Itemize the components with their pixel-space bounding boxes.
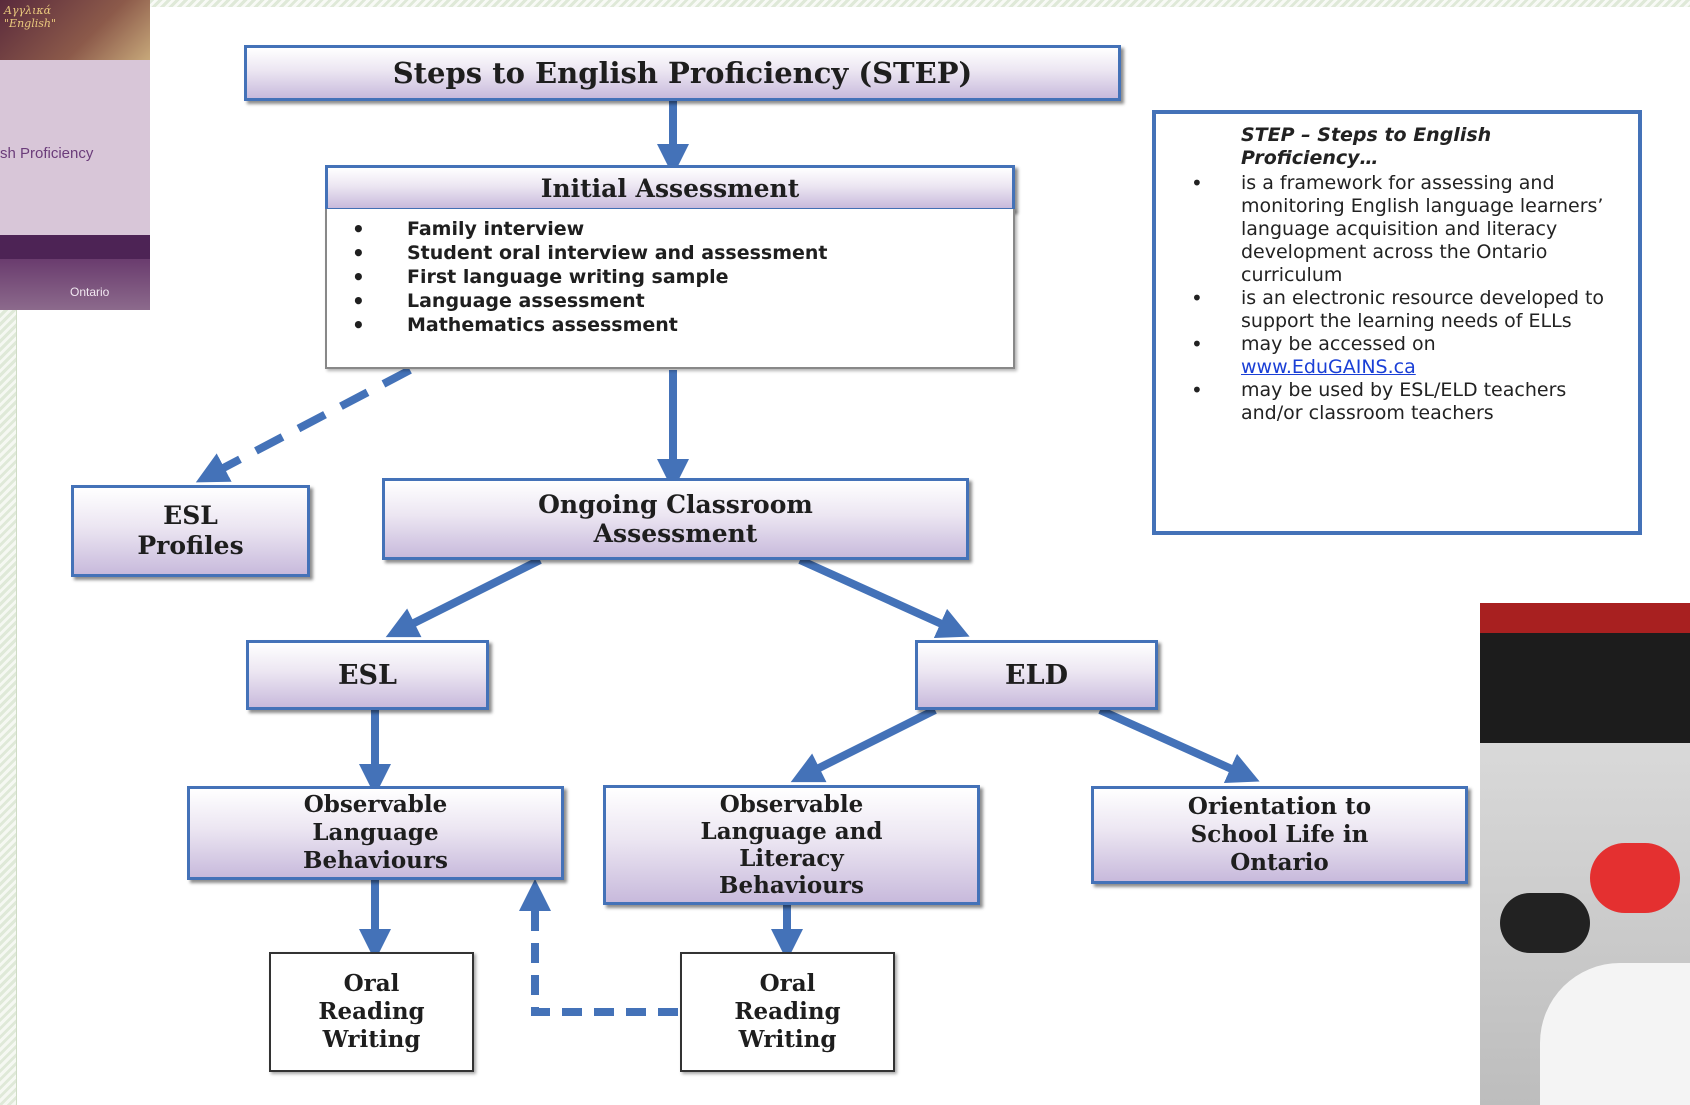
esl-profiles-label: ESL Profiles: [137, 501, 244, 560]
esl-label: ESL: [337, 659, 398, 691]
step-title: Steps to English Proficiency (STEP): [392, 56, 973, 90]
arrow-eld-to-obs-literacy: [790, 706, 937, 783]
eld-box: ELD: [915, 640, 1158, 710]
observable-literacy-label: Observable Language and Literacy Behavio…: [700, 791, 883, 899]
classroom-photo: [1480, 603, 1690, 1105]
info-bullet: is a framework for assessing and monitor…: [1191, 172, 1618, 287]
photo-red-frame: [1480, 603, 1690, 633]
edugains-link[interactable]: www.EduGAINS.ca: [1241, 356, 1416, 378]
arrow-oral-right-to-obs: [519, 879, 678, 1016]
orientation-box: Orientation to School Life in Ontario: [1091, 786, 1468, 884]
step-title-box: Steps to English Proficiency (STEP): [244, 45, 1121, 101]
oral-left-label: Oral Reading Writing: [318, 970, 425, 1053]
info-bullet-access: may be accessed on www.EduGAINS.ca: [1191, 333, 1618, 379]
assessment-item: Mathematics assessment: [352, 313, 1013, 337]
thumbnail-footer: [0, 259, 150, 310]
thumbnail-header-text: Αγγλικά "English": [4, 4, 57, 30]
arrow-initial-to-profiles: [195, 366, 412, 483]
photo-white-shape: [1540, 963, 1690, 1105]
arrow-ongoing-to-eld: [798, 556, 970, 638]
info-bullet-text: may be accessed on: [1241, 333, 1436, 355]
initial-assessment-list: Family interview Student oral interview …: [325, 209, 1015, 369]
ontario-logo: Ontario: [70, 285, 110, 299]
thumbnail-band: [0, 235, 150, 259]
assessment-item: First language writing sample: [352, 265, 1013, 289]
assessment-item: Language assessment: [352, 289, 1013, 313]
photo-black-object: [1500, 893, 1590, 953]
thumbnail-title-text: sh Proficiency: [0, 145, 94, 162]
info-heading: STEP – Steps to English Proficiency…: [1241, 124, 1492, 169]
oral-right-label: Oral Reading Writing: [734, 970, 841, 1053]
orientation-label: Orientation to School Life in Ontario: [1187, 793, 1372, 876]
esl-profiles-box: ESL Profiles: [71, 485, 310, 577]
ongoing-assessment-label: Ongoing Classroom Assessment: [538, 490, 813, 548]
initial-assessment-header: Initial Assessment: [325, 165, 1015, 211]
assessment-item: Family interview: [352, 217, 1013, 241]
info-bullet: is an electronic resource developed to s…: [1191, 287, 1618, 333]
eld-label: ELD: [1005, 659, 1068, 691]
step-info-box: STEP – Steps to English Proficiency… is …: [1152, 110, 1642, 535]
photo-red-container: [1590, 843, 1680, 913]
ongoing-assessment-box: Ongoing Classroom Assessment: [382, 478, 969, 560]
observable-language-label: Observable Language Behaviours: [303, 791, 448, 874]
step-cover-thumbnail: Αγγλικά "English" sh Proficiency Ontario: [0, 0, 150, 310]
top-decorative-border: [150, 0, 1690, 7]
observable-literacy-box: Observable Language and Literacy Behavio…: [603, 785, 980, 905]
info-bullet: may be used by ESL/ELD teachers and/or c…: [1191, 379, 1618, 425]
arrow-eld-to-orientation: [1098, 706, 1260, 784]
arrow-ongoing-to-esl: [385, 556, 542, 638]
initial-assessment-heading: Initial Assessment: [540, 173, 800, 203]
esl-box: ESL: [246, 640, 489, 710]
thumbnail-header-art: Αγγλικά "English": [0, 0, 150, 60]
oral-reading-writing-left: Oral Reading Writing: [269, 952, 474, 1072]
oral-reading-writing-right: Oral Reading Writing: [680, 952, 895, 1072]
observable-language-box: Observable Language Behaviours: [187, 786, 564, 880]
assessment-item: Student oral interview and assessment: [352, 241, 1013, 265]
